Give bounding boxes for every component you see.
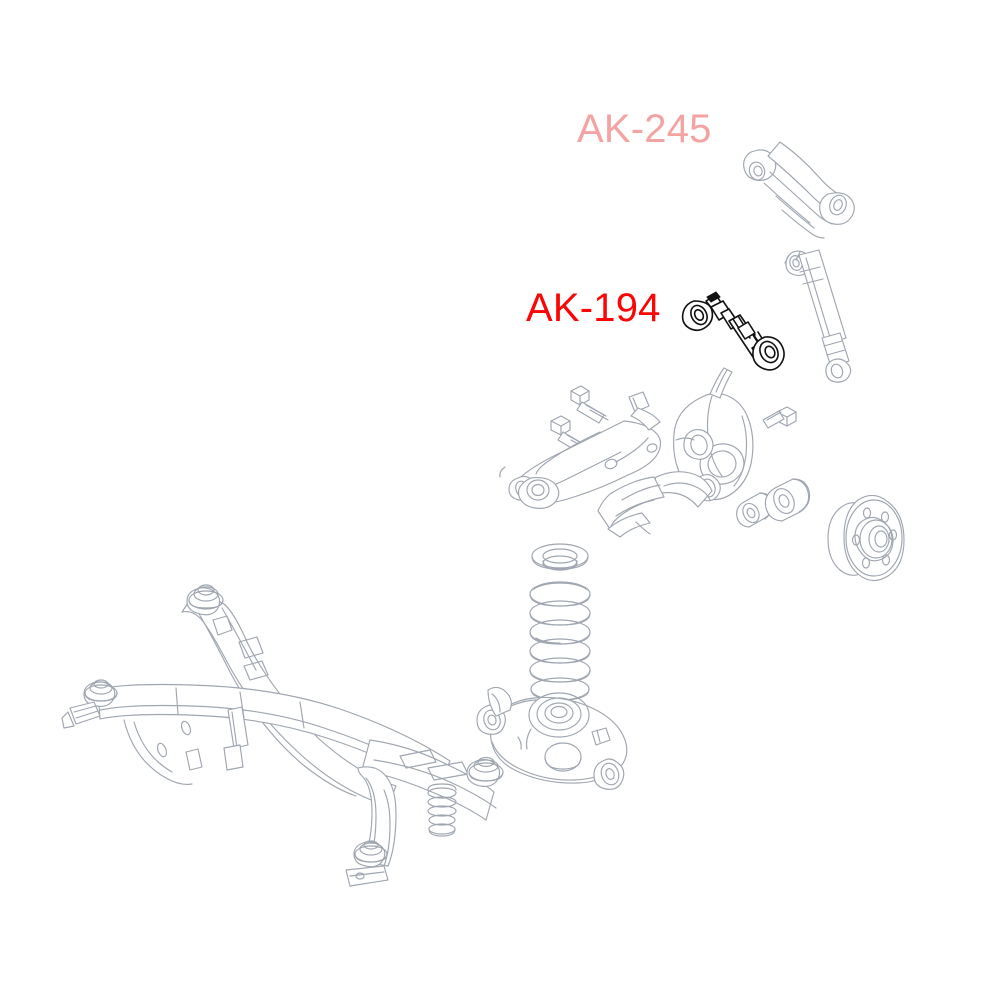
part-bolt-1 — [570, 385, 608, 424]
part-spring-isolator — [531, 543, 589, 570]
part-bolt-3 — [762, 406, 797, 429]
part-coil-spring — [530, 582, 590, 700]
part-subframe — [61, 585, 512, 887]
part-trailing-arm — [500, 391, 662, 509]
part-label-ak-245[interactable]: AK-245 — [577, 107, 712, 151]
part-lower-control-arm — [476, 693, 628, 790]
part-wheel-hub — [827, 494, 905, 582]
part-bushing-large — [764, 478, 811, 522]
part-knuckle — [597, 367, 754, 538]
part-bump-stop — [428, 784, 456, 836]
part-upper-control-arm — [743, 141, 855, 238]
part-shock-absorber — [785, 249, 852, 383]
part-adjustable-toe-camber-arm — [681, 291, 785, 371]
part-label-ak-194[interactable]: AK-194 — [526, 286, 661, 330]
